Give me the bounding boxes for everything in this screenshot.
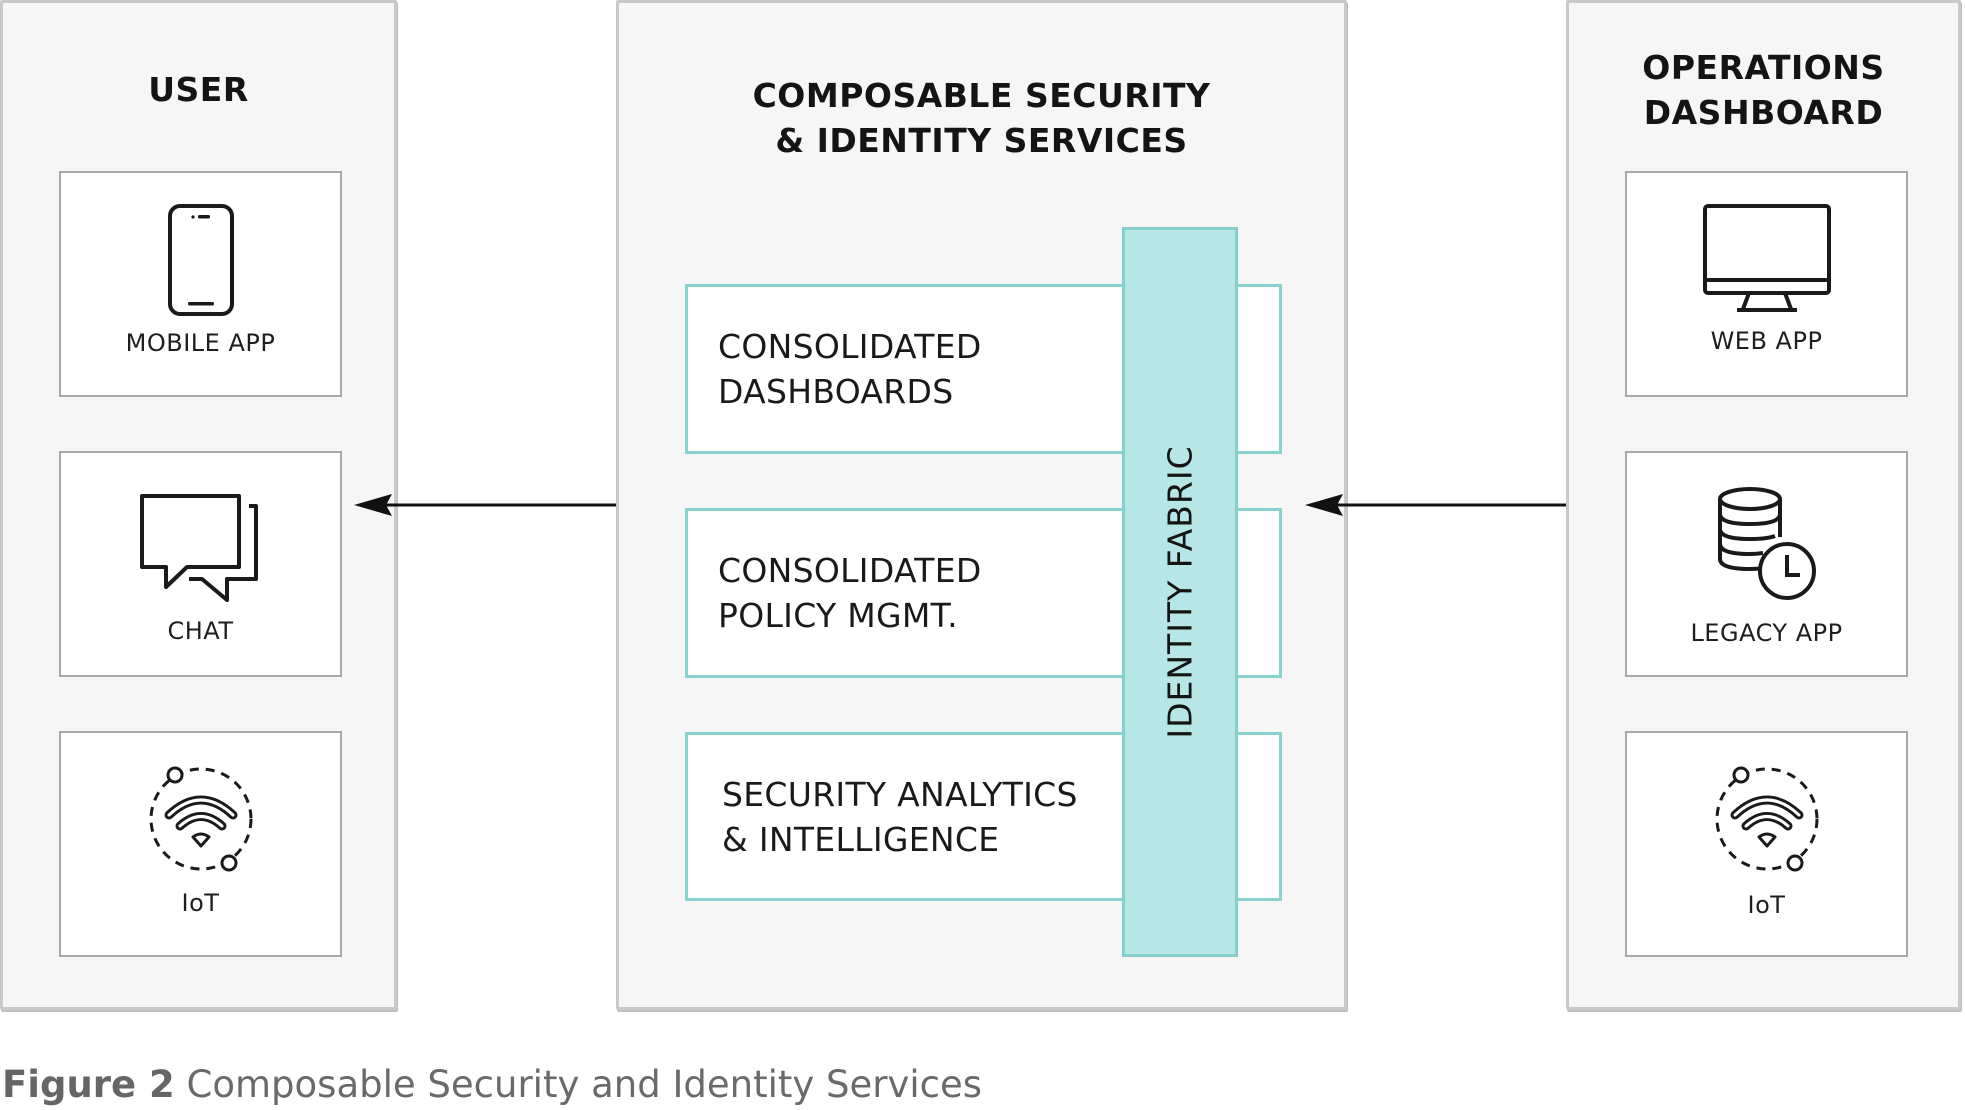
chat-bubbles-icon [139, 494, 258, 602]
identity-fabric-label: IDENTITY FABRIC [1160, 445, 1200, 739]
iot-card-operations: IoT [1625, 731, 1908, 957]
figure-title: Composable Security and Identity Service… [186, 1063, 983, 1106]
operations-title-line1: OPERATIONS [1642, 48, 1885, 87]
chat-label: CHAT [167, 617, 234, 645]
legacy-app-card: LEGACY APP [1625, 451, 1908, 677]
operations-panel: OPERATIONS DASHBOARD WEB APP LEGACY APP [1566, 0, 1961, 1010]
iot-label-user: IoT [181, 889, 220, 917]
operations-title-line2: DASHBOARD [1643, 93, 1884, 132]
desktop-monitor-icon [1702, 204, 1831, 312]
user-panel-title: USER [148, 70, 249, 109]
service-label-dashboards: CONSOLIDATED DASHBOARDS [718, 327, 982, 411]
figure-caption: Figure 2 Composable Security and Identit… [2, 1063, 982, 1106]
iot-label-operations: IoT [1747, 891, 1786, 919]
mobile-app-label: MOBILE APP [125, 329, 276, 357]
services-panel-title: COMPOSABLE SECURITY & IDENTITY SERVICES [619, 73, 1344, 163]
chat-card: CHAT [59, 451, 342, 677]
user-panel: USER MOBILE APP CHAT IoT [0, 0, 397, 1010]
mobile-app-card: MOBILE APP [59, 171, 342, 397]
iot-card-user: IoT [59, 731, 342, 957]
service-label-policy: CONSOLIDATED POLICY MGMT. [718, 551, 982, 635]
identity-fabric-bar: IDENTITY FABRIC [1122, 227, 1238, 957]
web-app-card: WEB APP [1625, 171, 1908, 397]
iot-wifi-icon [149, 766, 252, 872]
operations-panel-title: OPERATIONS DASHBOARD [1569, 45, 1958, 135]
database-clock-icon [1717, 487, 1816, 600]
services-title-line1: COMPOSABLE SECURITY [752, 76, 1211, 115]
mobile-phone-icon [167, 204, 234, 316]
services-panel: COMPOSABLE SECURITY & IDENTITY SERVICES … [616, 0, 1347, 1010]
service-label-analytics: SECURITY ANALYTICS & INTELLIGENCE [722, 774, 1078, 859]
legacy-app-label: LEGACY APP [1690, 619, 1843, 647]
web-app-label: WEB APP [1710, 327, 1823, 355]
figure-number: Figure 2 [2, 1063, 175, 1106]
iot-wifi-icon [1715, 766, 1818, 872]
services-title-line2: & IDENTITY SERVICES [775, 121, 1188, 160]
